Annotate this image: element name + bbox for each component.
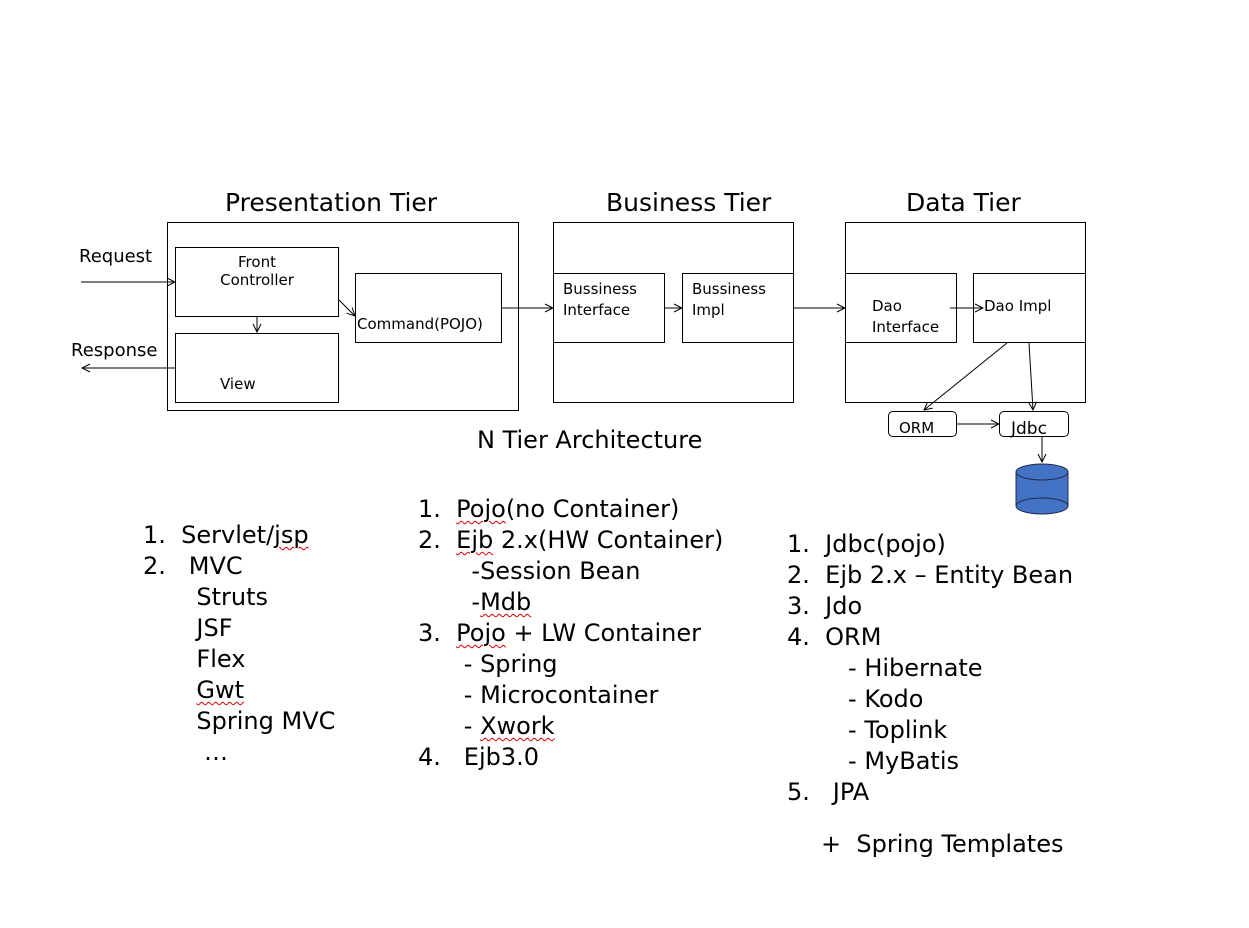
command-label: Command(POJO): [357, 315, 483, 333]
list-item: - Spring: [418, 650, 558, 678]
list-item: 1. Pojo(no Container): [418, 495, 680, 523]
list-item: 4. ORM: [787, 623, 882, 651]
list-item: 2. MVC: [143, 552, 243, 580]
list-item: Gwt: [196, 676, 245, 704]
orm-label: ORM: [899, 419, 935, 437]
list-item: 2. Ejb 2.x(HW Container): [418, 526, 724, 554]
list-item: 1. Servlet/jsp: [143, 521, 309, 549]
orm-box: [888, 411, 957, 437]
data-tier-title: Data Tier: [906, 188, 1021, 217]
list-item: 2. Ejb 2.x – Entity Bean: [787, 561, 1074, 589]
business-impl-label: Bussiness Impl: [692, 280, 766, 319]
front-controller-label: Front Controller: [220, 253, 294, 289]
spring-templates-note: + Spring Templates: [821, 830, 1064, 858]
dao-interface-box: [845, 273, 957, 343]
command-box: [355, 273, 502, 343]
request-label: Request: [79, 246, 153, 267]
jdbc-label: Jdbc: [1011, 419, 1047, 439]
controller-to-command-arrow: [338, 299, 355, 316]
presentation-frameworks-list: 1. Servlet/jsp 2. MVC Struts JSF Flex Gw…: [143, 520, 335, 768]
jdbc-box: [999, 411, 1069, 437]
database-cylinder-icon: [1015, 463, 1069, 515]
list-item: Struts: [143, 583, 269, 611]
view-label: View: [220, 375, 256, 393]
dao-interface-label: Dao Interface: [872, 297, 940, 336]
list-item: 1. Jdbc(pojo): [787, 530, 946, 558]
business-tier-title: Business Tier: [606, 188, 772, 217]
list-item: - Xwork: [418, 712, 555, 740]
list-item: 3. Pojo + LW Container: [418, 619, 701, 647]
response-label: Response: [71, 340, 158, 361]
dao-impl-to-orm-arrow: [924, 342, 1008, 410]
business-interface-box: [553, 273, 665, 343]
list-item: - Microcontainer: [418, 681, 659, 709]
view-box: [175, 333, 339, 403]
list-item: 5. JPA: [787, 778, 870, 806]
list-item: - Kodo: [787, 685, 924, 713]
business-frameworks-list: 1. Pojo(no Container) 2. Ejb 2.x(HW Cont…: [418, 494, 723, 773]
list-item: - MyBatis: [787, 747, 959, 775]
list-item: …: [143, 738, 229, 766]
list-item: -Mdb: [418, 588, 532, 616]
list-item: - Toplink: [787, 716, 948, 744]
dao-impl-to-jdbc-arrow: [1029, 342, 1033, 410]
list-item: JSF: [143, 614, 233, 642]
dao-impl-label: Dao Impl: [984, 297, 1052, 315]
diagram-caption: N Tier Architecture: [477, 426, 703, 454]
list-item: 4. Ejb3.0: [418, 743, 540, 771]
list-item: 3. Jdo: [787, 592, 863, 620]
list-item: Spring MVC: [143, 707, 336, 735]
list-item: Flex: [143, 645, 246, 673]
presentation-tier-title: Presentation Tier: [225, 188, 438, 217]
business-impl-box: [682, 273, 794, 343]
data-frameworks-list: 1. Jdbc(pojo) 2. Ejb 2.x – Entity Bean 3…: [787, 529, 1073, 808]
list-item: - Hibernate: [787, 654, 983, 682]
list-item: -Session Bean: [418, 557, 641, 585]
business-interface-label: Bussiness Interface: [563, 280, 637, 319]
